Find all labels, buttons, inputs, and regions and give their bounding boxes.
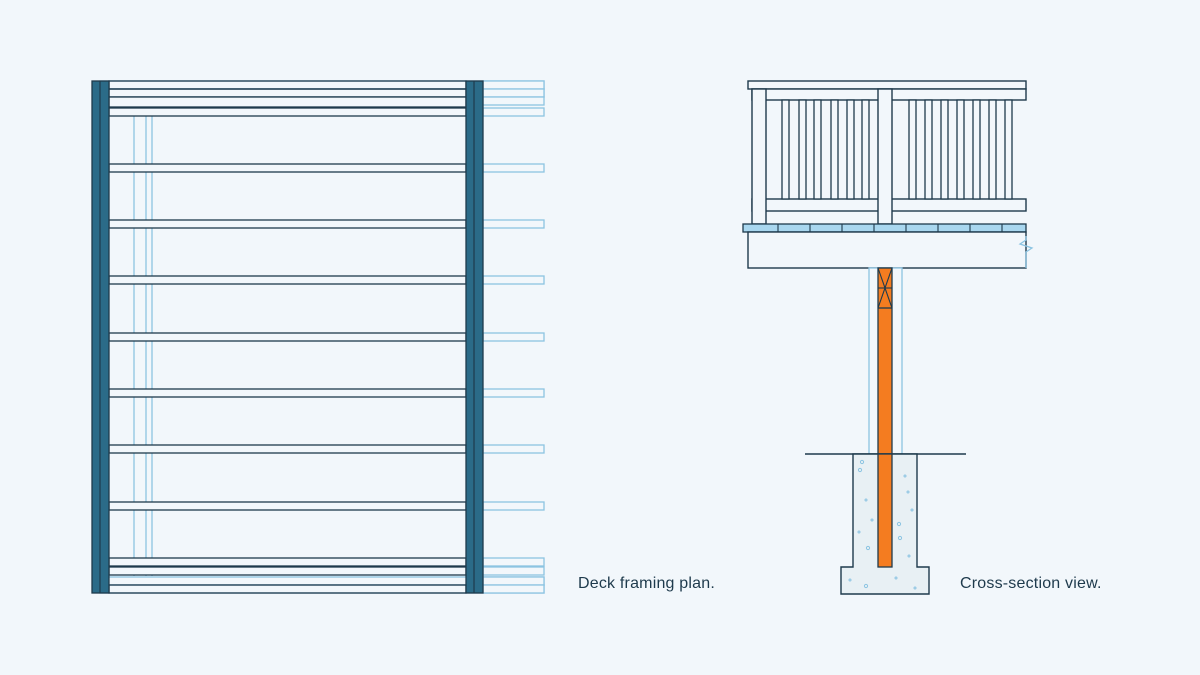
center-rail-post — [877, 88, 893, 225]
joist-overhang — [482, 444, 545, 454]
joist-overhang — [482, 163, 545, 173]
baluster — [988, 99, 997, 200]
joist — [108, 163, 467, 173]
rim-overhang — [482, 584, 545, 594]
railing — [747, 80, 1027, 225]
joist-overhang — [482, 332, 545, 342]
joist — [108, 501, 467, 511]
joist-overhang — [482, 219, 545, 229]
joist-overhang — [482, 275, 545, 285]
rim-overhang — [482, 566, 545, 576]
concrete-footing — [840, 453, 930, 595]
joist — [108, 557, 467, 567]
deck-framing-plan — [91, 80, 545, 594]
rim-overhang — [482, 96, 545, 106]
baluster — [972, 99, 981, 200]
rim-overhang — [482, 80, 545, 90]
baluster — [908, 99, 917, 200]
baluster — [813, 99, 822, 200]
cross-section-view — [742, 80, 1034, 595]
baluster — [830, 99, 839, 200]
joist-side — [747, 231, 1027, 269]
joist-overhang — [482, 501, 545, 511]
joist — [108, 332, 467, 342]
joist — [108, 444, 467, 454]
joist — [108, 107, 467, 117]
joist — [108, 275, 467, 285]
baluster — [861, 99, 870, 200]
baluster — [1004, 99, 1013, 200]
rim-joist — [108, 96, 467, 108]
rim-overhang — [482, 88, 545, 98]
joist — [108, 219, 467, 229]
top-rail-cap — [747, 80, 1027, 90]
baluster — [924, 99, 933, 200]
baluster — [781, 99, 790, 200]
rim-joist — [108, 566, 467, 576]
baluster — [940, 99, 949, 200]
joist-overhang — [482, 388, 545, 398]
baluster — [798, 99, 807, 200]
baluster — [956, 99, 965, 200]
joist — [108, 388, 467, 398]
deck-boards — [742, 223, 1027, 233]
section-caption: Cross-section view. — [960, 575, 1102, 592]
rim-overhang — [482, 576, 545, 586]
joist-overhang — [482, 107, 545, 117]
left-rail-post — [751, 88, 767, 225]
break-line-icon — [1018, 236, 1034, 268]
plan-caption: Deck framing plan. — [578, 575, 715, 592]
balusters — [781, 99, 1013, 200]
baluster — [846, 99, 855, 200]
joist-overhang — [482, 557, 545, 567]
